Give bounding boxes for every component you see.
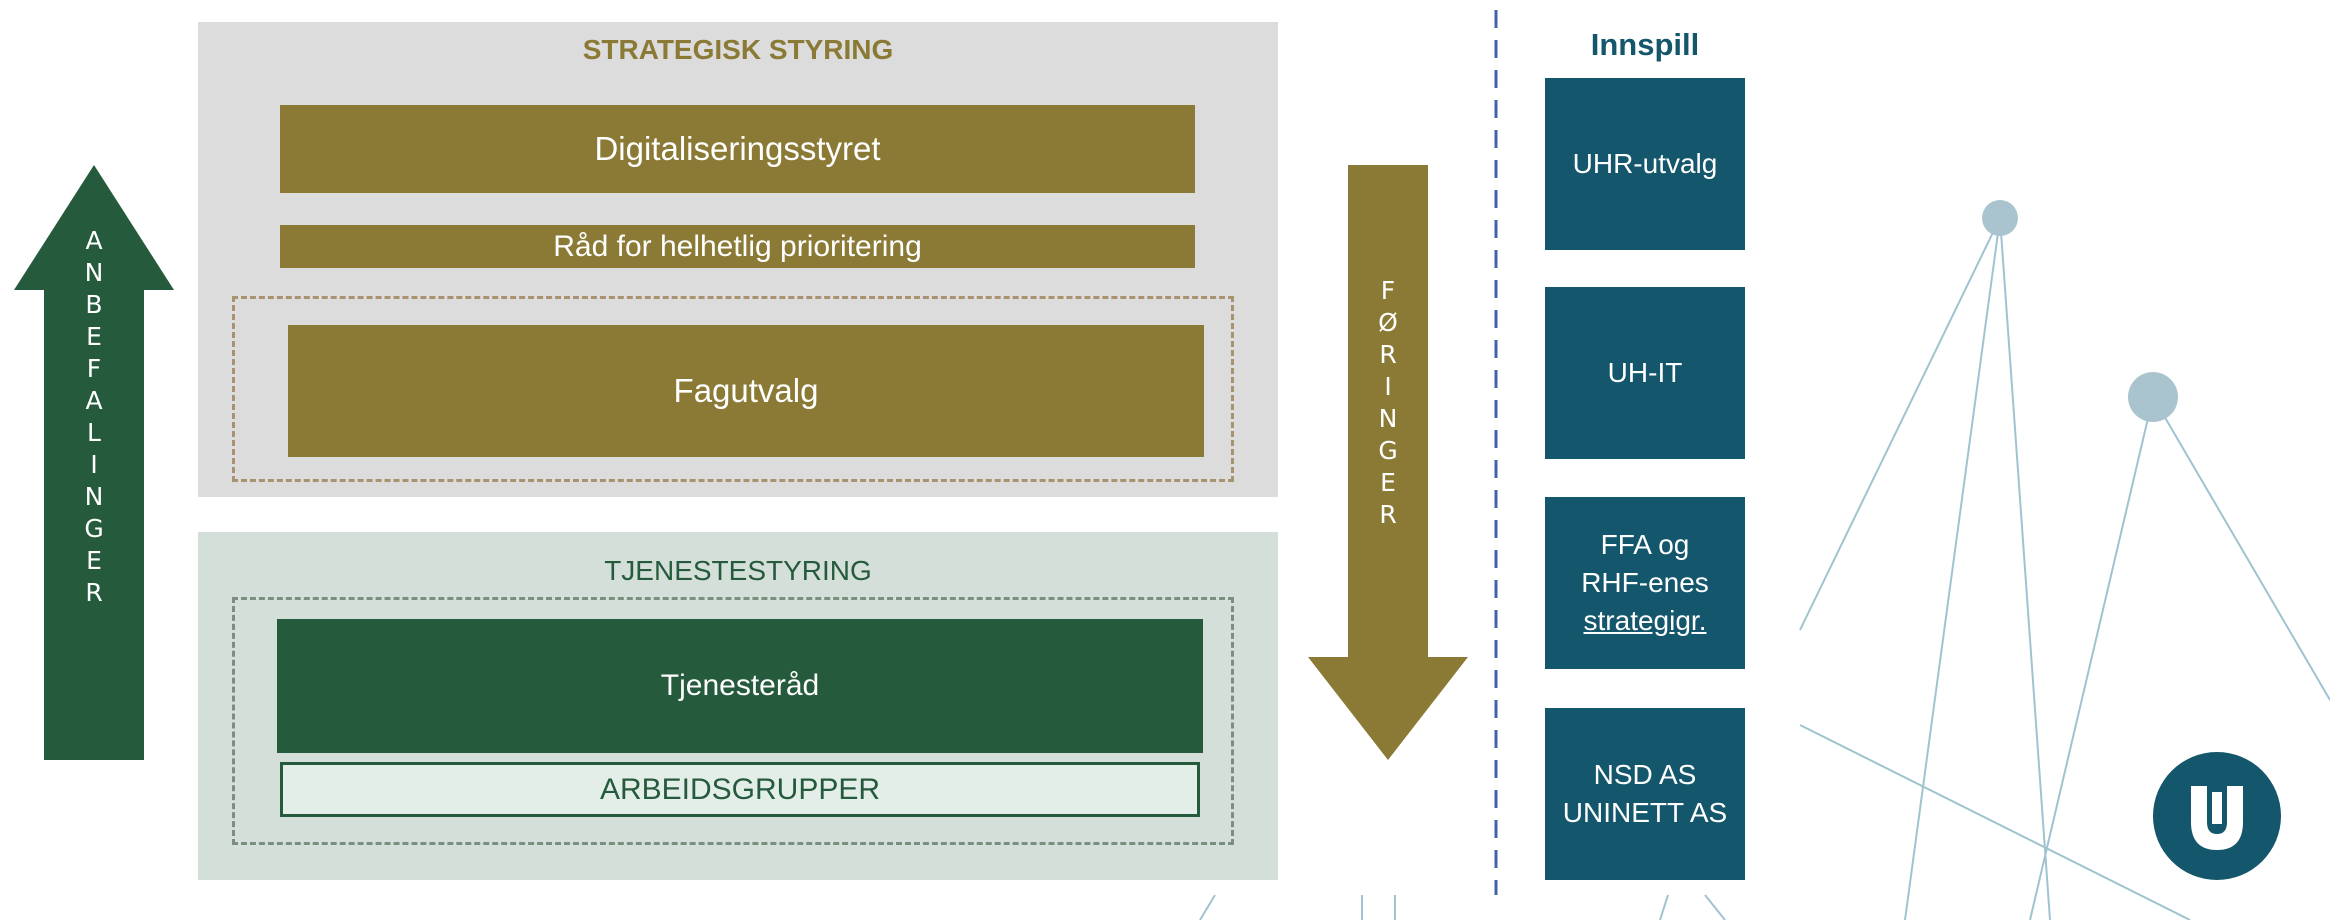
arrow-letter: E — [86, 322, 102, 351]
input-box-text: FFA og — [1600, 529, 1690, 560]
strategic-heading: STRATEGISK STYRING — [582, 34, 894, 65]
network-node — [1982, 200, 2018, 236]
input-box-text: NSD AS — [1593, 759, 1697, 790]
input-box-uh-it: UH-IT — [1545, 287, 1745, 459]
arrow-letter: G — [84, 514, 104, 543]
arrow-letter: F — [1380, 276, 1396, 305]
u-logo-icon — [2153, 752, 2281, 880]
service-heading: TJENESTESTYRING — [604, 555, 872, 586]
arrow-letter: N — [84, 258, 104, 287]
arrow-letter: A — [85, 386, 103, 415]
arrow-letter: N — [84, 482, 104, 511]
down-arrow-icon — [1308, 165, 1468, 760]
up-arrow-icon — [14, 165, 174, 760]
arrow-letter: I — [90, 450, 98, 479]
arrow-letter: G — [1378, 436, 1398, 465]
input-box-text: strategigr. — [1583, 605, 1707, 636]
arrow-letter: L — [87, 418, 101, 447]
input-box-nsd-uninett: NSD AS UNINETT AS — [1545, 708, 1745, 880]
arrow-letter: A — [85, 226, 103, 255]
arbeidsgrupper-box: ARBEIDSGRUPPER — [280, 762, 1200, 817]
digitaliseringsstyret-box: Digitaliseringsstyret — [280, 105, 1195, 193]
input-box-text: RHF-enes — [1581, 567, 1709, 598]
input-box-text: UHR-utvalg — [1572, 148, 1718, 179]
service-dashed-frame — [232, 597, 1234, 845]
rad-prioritering-box: Råd for helhetlig prioritering — [280, 225, 1195, 268]
network-node — [2128, 372, 2178, 422]
input-box-uhr-utvalg: UHR-utvalg — [1545, 78, 1745, 250]
input-box-text: UH-IT — [1607, 357, 1683, 388]
tjenesterad-box: Tjenesteråd — [277, 619, 1203, 753]
arrow-letter: R — [1379, 500, 1397, 529]
input-box-text: UNINETT AS — [1562, 797, 1728, 828]
arrow-letter: E — [1380, 468, 1396, 497]
arrow-letter: F — [86, 354, 102, 383]
arrow-letter: R — [1379, 340, 1397, 369]
arrow-letter: I — [1384, 372, 1392, 401]
input-box-ffa: FFA og RHF-enes strategigr. — [1545, 497, 1745, 669]
arrow-letter: E — [86, 546, 102, 575]
arrow-letter: R — [85, 578, 103, 607]
innspill-heading: Innspill — [1590, 27, 1700, 62]
arrow-letter: B — [85, 290, 103, 319]
arrow-letter: N — [1378, 404, 1398, 433]
arrow-letter: Ø — [1378, 308, 1398, 337]
fagutvalg-dashed-frame — [232, 296, 1234, 482]
fagutvalg-box: Fagutvalg — [288, 325, 1204, 457]
